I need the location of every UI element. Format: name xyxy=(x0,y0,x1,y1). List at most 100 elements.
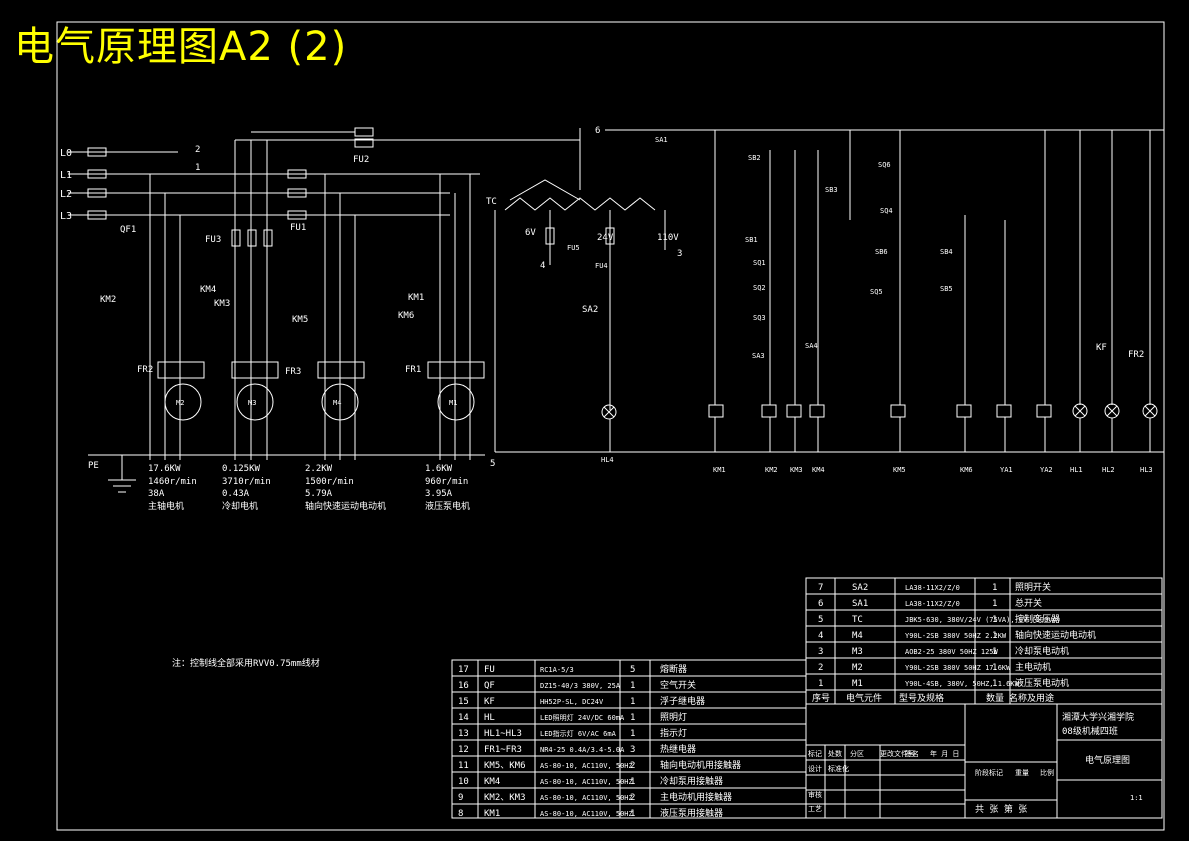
coil-label: KM4 xyxy=(812,466,825,474)
coil-label: HL3 xyxy=(1140,466,1153,474)
title-block xyxy=(805,703,1163,819)
button-label: SB1 xyxy=(745,236,758,244)
node-label: 6 xyxy=(595,126,600,136)
coil-label: HL2 xyxy=(1102,466,1115,474)
bom-cell: 空气开关 xyxy=(660,679,696,691)
relay-label: FR1 xyxy=(405,365,421,375)
motor-id: M4 xyxy=(333,399,341,407)
sheet-number: 共 张 第 张 xyxy=(975,803,1027,815)
voltage-label: 6V xyxy=(525,228,536,238)
node-label: 4 xyxy=(540,261,545,271)
bom-cell: 1 xyxy=(992,647,997,657)
bom-cell: 1 xyxy=(992,679,997,689)
contactor-label: KM4 xyxy=(200,285,216,295)
bom-cell: 液压泵电动机 xyxy=(1015,677,1069,689)
bom-cell: M2 xyxy=(852,663,863,673)
motor-power: 0.125KW xyxy=(222,464,261,474)
power-line-label: L3 xyxy=(60,211,72,222)
bom-cell: 1 xyxy=(630,697,635,707)
bom-cell: 1 xyxy=(630,729,635,739)
qf-label: QF1 xyxy=(120,225,136,235)
bom-cell: M1 xyxy=(852,679,863,689)
bom-cell: AS-80-10, AC110V, 50HZ xyxy=(540,778,633,786)
fuse-label: FU3 xyxy=(205,235,221,245)
motor-speed: 960r/min xyxy=(425,477,468,487)
node-label: 5 xyxy=(490,459,495,469)
bom-cell: 9 xyxy=(458,793,463,803)
bom-cell: LED指示灯 6V/AC 6mA xyxy=(540,729,617,738)
bom-cell: 11 xyxy=(458,761,469,771)
bom-header: 序号 xyxy=(812,692,830,704)
button-label: SA3 xyxy=(752,352,765,360)
bom-cell: 6 xyxy=(818,599,823,609)
title-field: 分区 xyxy=(850,749,864,758)
power-line-label: L2 xyxy=(60,189,72,200)
coil-label: HL1 xyxy=(1070,466,1083,474)
motor-name: 主轴电机 xyxy=(148,500,184,512)
motor-power: 17.6KW xyxy=(148,464,181,474)
bom-cell: QF xyxy=(484,681,495,691)
button-label: SQ6 xyxy=(878,161,891,169)
bom-cell: 1 xyxy=(992,583,997,593)
bom-cell: 13 xyxy=(458,729,469,739)
fuse-label: FU5 xyxy=(567,244,580,252)
contactor-label: KM2 xyxy=(100,295,116,305)
motor-speed: 1460r/min xyxy=(148,477,197,487)
power-circuit xyxy=(68,127,1164,493)
bom-cell: 2 xyxy=(630,793,635,803)
bom-cell: 主电动机 xyxy=(1015,661,1051,673)
fuse-label: FU1 xyxy=(290,223,306,233)
title-field: 签名 xyxy=(905,749,919,758)
title-field: 重量 xyxy=(1015,769,1029,777)
bom-cell: 热继电器 xyxy=(660,743,696,755)
bom-cell: 10 xyxy=(458,777,469,787)
bom-cell: SA2 xyxy=(852,583,868,593)
school-name: 湘潭大学兴湘学院 xyxy=(1062,711,1134,723)
bom-header: 型号及规格 xyxy=(899,692,944,704)
motor-current: 0.43A xyxy=(222,489,250,499)
voltage-label: 110V xyxy=(657,233,679,243)
scale-value: 1:1 xyxy=(1130,794,1143,802)
voltage-label: 24V xyxy=(597,233,614,243)
sa-label: SA2 xyxy=(582,305,598,315)
title-field: 阶段标记 xyxy=(975,768,1003,777)
bom-cell: 冷却泵用接触器 xyxy=(660,775,723,787)
bom-cell: 16 xyxy=(458,681,469,691)
button-label: SB3 xyxy=(825,186,838,194)
bom-cell: AS-80-10, AC110V, 50HZ xyxy=(540,762,633,770)
button-label: SB5 xyxy=(940,285,953,293)
bom-cell: 轴向快速运动电动机 xyxy=(1015,629,1096,641)
bom-cell: AS-80-10, AC110V, 50HZ xyxy=(540,810,633,818)
bom-cell: AS-80-10, AC110V, 50HZ xyxy=(540,794,633,802)
bom-cell: 冷却泵电动机 xyxy=(1015,645,1069,657)
bom-cell: 4 xyxy=(818,631,823,641)
motor-speed: 1500r/min xyxy=(305,477,354,487)
relay-label: FR3 xyxy=(285,367,301,377)
drawing-border xyxy=(56,21,1165,831)
button-label: SQ1 xyxy=(753,259,766,267)
bom-cell: 控制变压器 xyxy=(1015,613,1060,625)
bom-cell: LA38-11X2/Z/0 xyxy=(905,600,960,608)
coil-label: KM1 xyxy=(713,466,726,474)
bom-cell: HL1~HL3 xyxy=(484,729,522,739)
bom-cell: FR1~FR3 xyxy=(484,745,522,755)
button-label: SB4 xyxy=(940,248,953,256)
title-field: 设计 xyxy=(808,764,822,773)
motor-current: 38A xyxy=(148,489,165,499)
bom-cell: 1 xyxy=(630,713,635,723)
bom-cell: 指示灯 xyxy=(660,727,687,739)
bom-cell: 轴向电动机用接触器 xyxy=(660,759,741,771)
coil-label: YA2 xyxy=(1040,466,1053,474)
bom-cell: 主电动机用接触器 xyxy=(660,791,732,803)
title-field: 更改文件号 xyxy=(880,749,915,758)
bom-cell: 17 xyxy=(458,665,469,675)
bom-cell: 1 xyxy=(992,599,997,609)
fr-label: FR2 xyxy=(1128,350,1144,360)
coil-label: KM6 xyxy=(960,466,973,474)
bom-cell: 2 xyxy=(818,663,823,673)
bom-cell: 1 xyxy=(818,679,823,689)
bom-cell: HH52P-SL, DC24V xyxy=(540,698,604,706)
bom-cell: JBK5-630, 380V/24V (75VA), 6V (100VA) xyxy=(905,616,1061,624)
contactor-label: KM5 xyxy=(292,315,308,325)
